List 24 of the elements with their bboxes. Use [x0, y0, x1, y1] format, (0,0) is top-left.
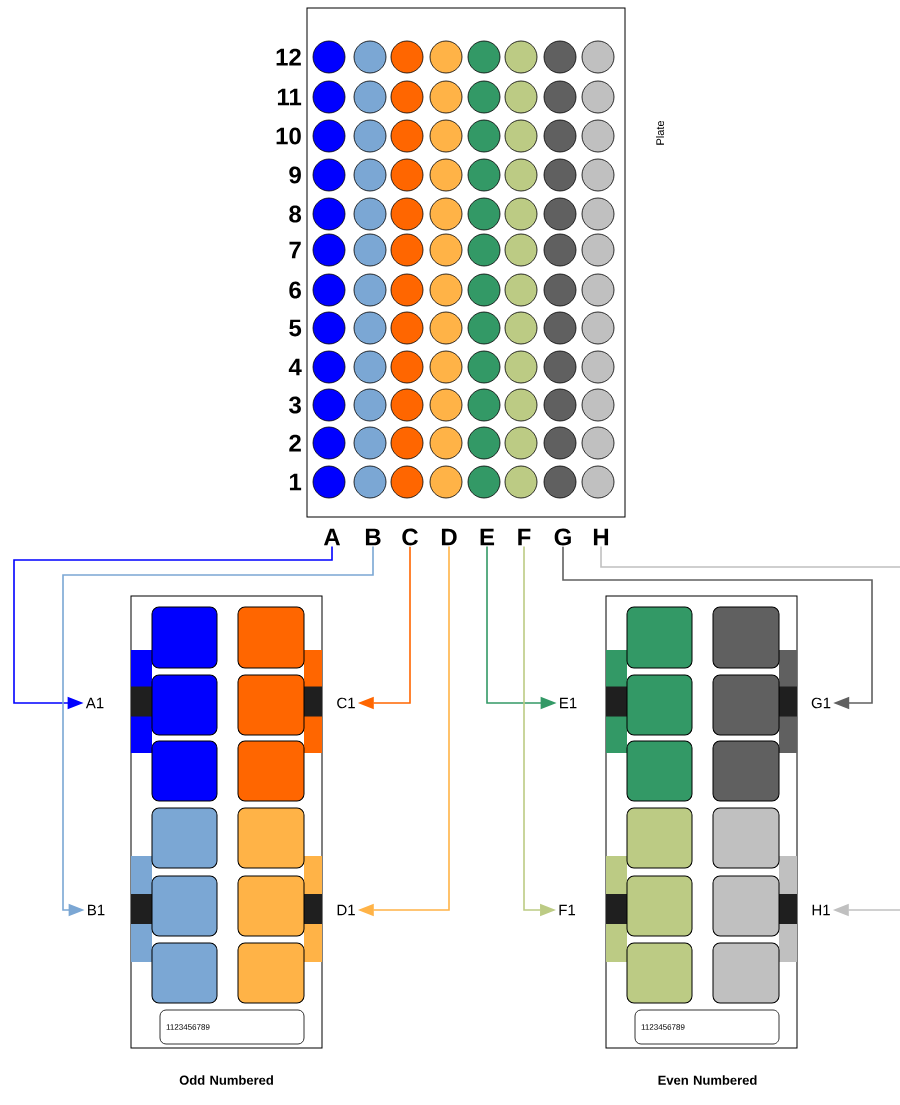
chip-caption: Even Numbered: [658, 1075, 757, 1085]
position-label: B1: [88, 904, 105, 916]
position-label: A1: [85, 697, 104, 709]
chip-caption: Odd Numbered: [179, 1075, 273, 1085]
column-letter: G: [554, 528, 571, 546]
barcode-sticker: 1123456789: [159, 1009, 305, 1045]
connector-arrow: [562, 545, 873, 710]
column-letter: C: [402, 528, 418, 546]
column-letter: A: [323, 528, 341, 546]
position-label: H1: [812, 904, 830, 916]
position-label: F1: [559, 904, 575, 916]
barcode-sticker: 1123456789: [634, 1009, 780, 1045]
chip: [130, 595, 323, 1049]
position-label: G1: [811, 697, 831, 709]
column-letter: E: [480, 528, 495, 546]
plate-caption: Plate: [655, 120, 665, 145]
position-label: E1: [560, 697, 577, 709]
position-label: C1: [337, 697, 355, 709]
chip: [605, 595, 798, 1049]
column-letter: D: [441, 528, 457, 546]
position-label: D1: [337, 904, 355, 916]
column-letter: H: [593, 528, 609, 546]
column-letter: B: [365, 528, 381, 546]
column-letter: F: [518, 528, 531, 546]
